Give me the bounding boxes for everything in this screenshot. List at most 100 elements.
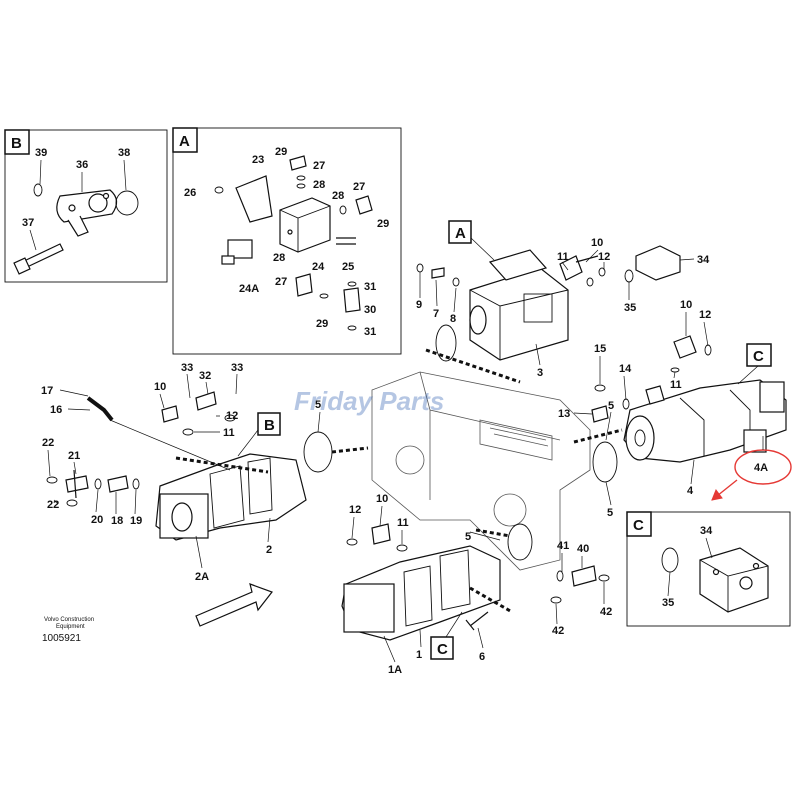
mount-line-4	[573, 428, 623, 444]
part-labels: 11 10 12 34 9 7 8 35 3 10 12 11 15 14 13…	[41, 237, 711, 676]
label-8: 8	[450, 313, 456, 325]
inset-b-letter-box	[4, 129, 30, 155]
pump-1	[341, 545, 501, 641]
transmission-housing	[371, 371, 591, 571]
label-2a: 2A	[195, 571, 209, 583]
label-10-b: 10	[680, 299, 692, 311]
label-31-top: 31	[364, 281, 376, 293]
label-32: 32	[199, 370, 211, 382]
label-34: 34	[697, 254, 710, 266]
inset-a-letter: A	[179, 133, 190, 150]
inset-a-letter-box	[172, 127, 198, 153]
label-10-a: 10	[591, 237, 603, 249]
label-2: 2	[266, 544, 272, 556]
label-18: 18	[111, 515, 123, 527]
label-12-c: 12	[226, 410, 238, 422]
label-7: 7	[433, 308, 439, 320]
mount-line-1b	[469, 586, 513, 614]
label-33-a: 33	[181, 362, 193, 374]
label-38: 38	[118, 147, 130, 159]
o-ring-3	[435, 324, 457, 362]
pump-4	[623, 379, 787, 463]
mount-line-2b	[331, 446, 369, 454]
label-42-b: 42	[552, 625, 564, 637]
label-22-a: 22	[42, 437, 54, 449]
inset-c-label-35: 35	[662, 597, 674, 609]
inset-b-letter: B	[11, 135, 22, 152]
label-12-d: 12	[349, 504, 361, 516]
label-33-b: 33	[231, 362, 243, 374]
highlight-arrow-head	[711, 488, 723, 501]
label-24: 24	[312, 261, 325, 273]
label-29-right: 29	[377, 218, 389, 230]
label-1a: 1A	[388, 664, 402, 676]
inset-b-frame	[4, 129, 168, 283]
inset-c-frame	[626, 511, 791, 627]
callout-a-box	[448, 220, 472, 244]
hose-16	[109, 419, 231, 471]
label-27-right: 27	[353, 181, 365, 193]
inset-c-letter-box	[626, 511, 652, 537]
label-13: 13	[558, 408, 570, 420]
fittings-pump-1	[346, 523, 610, 631]
valve-block-24	[279, 197, 331, 253]
document-number: 1005921	[42, 633, 81, 644]
mount-line-1a	[475, 528, 511, 538]
label-10-c: 10	[154, 381, 166, 393]
o-ring-38	[115, 190, 139, 216]
fittings-pump-3	[416, 245, 681, 287]
label-21: 21	[68, 450, 80, 462]
label-11-a: 11	[557, 251, 569, 263]
label-9: 9	[416, 299, 422, 311]
label-11-d: 11	[397, 517, 409, 529]
label-10-d: 10	[376, 493, 388, 505]
pump-2	[155, 453, 307, 541]
label-15: 15	[594, 343, 606, 355]
label-17: 17	[41, 385, 53, 397]
label-42-a: 42	[600, 606, 612, 618]
leader-lines	[47, 249, 709, 663]
label-4: 4	[687, 485, 694, 497]
label-27-top: 27	[313, 160, 325, 172]
label-28-right: 28	[332, 190, 344, 202]
label-5-c: 5	[315, 399, 321, 411]
label-22-b: 22	[47, 499, 59, 511]
flange-36	[56, 189, 118, 237]
label-1: 1	[416, 649, 422, 661]
bracket-23	[235, 175, 273, 223]
fittings-pump-2	[46, 391, 236, 507]
label-39: 39	[35, 147, 47, 159]
publisher-line-2: Equipment	[56, 624, 85, 630]
label-16: 16	[50, 404, 62, 416]
o-ring-4	[592, 441, 618, 483]
inset-c-letter: C	[633, 517, 644, 534]
mount-line-2a	[175, 456, 269, 474]
publisher-line-1: Volvo Construction	[44, 617, 94, 623]
solenoid-24a	[221, 239, 253, 265]
label-12-a: 12	[598, 251, 610, 263]
label-3: 3	[537, 367, 543, 379]
bolt-25	[336, 237, 356, 245]
inset-b: B 39 36 38 37	[4, 129, 168, 283]
inset-c-label-34: 34	[700, 525, 713, 537]
label-29-bottom: 29	[316, 318, 328, 330]
label-11-c: 11	[223, 427, 235, 439]
label-37: 37	[22, 217, 34, 229]
label-35: 35	[624, 302, 636, 314]
label-24a: 24A	[239, 283, 259, 295]
callout-c-top-letter: C	[753, 348, 764, 365]
o-ring-2	[303, 431, 333, 473]
fittings-a	[214, 155, 373, 331]
label-28-bottom: 28	[273, 252, 285, 264]
label-36: 36	[76, 159, 88, 171]
mount-line-3	[425, 348, 521, 384]
label-26: 26	[184, 187, 196, 199]
callout-c-bottom-box	[430, 636, 454, 660]
label-6: 6	[479, 651, 485, 663]
inset-a: A 29 23 27 28 26 28	[172, 127, 402, 355]
bolt-37	[13, 243, 64, 275]
label-28-top: 28	[313, 179, 325, 191]
label-29-top: 29	[275, 146, 287, 158]
pump-3	[469, 249, 569, 361]
